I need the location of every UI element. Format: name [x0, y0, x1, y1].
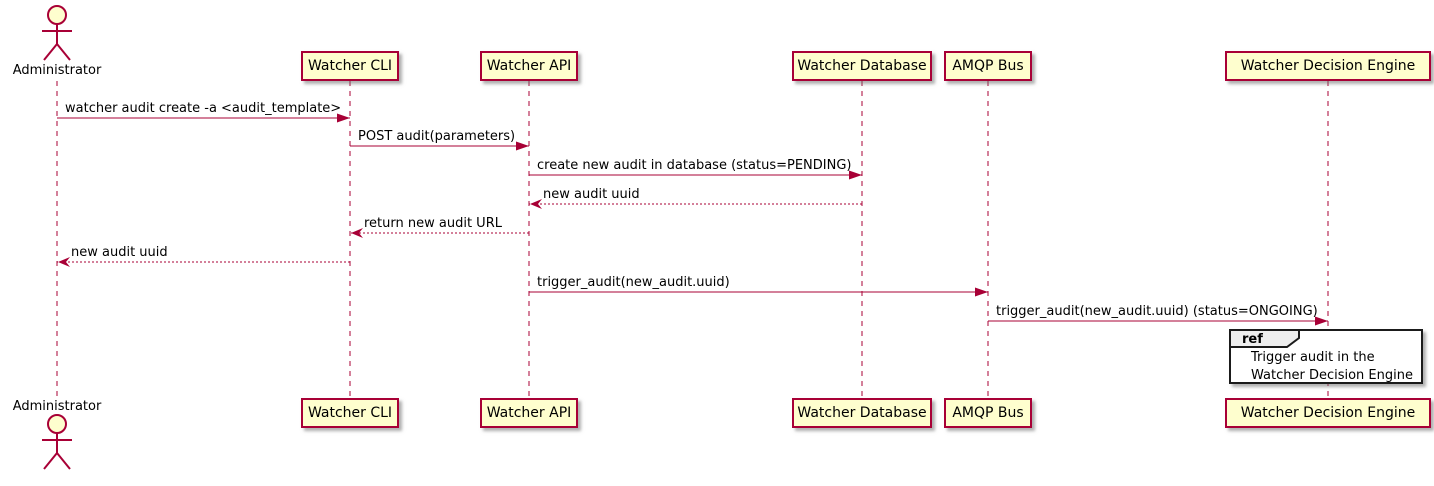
participant-label: AMQP Bus	[952, 58, 1024, 74]
participant-box-watcher-decision-engine-top: Watcher Decision Engine	[1225, 51, 1431, 81]
participant-label: AMQP Bus	[952, 405, 1024, 421]
message-label: trigger_audit(new_audit.uuid) (status=ON…	[996, 304, 1318, 319]
ref-fragment: ref Trigger audit in the Watcher Decisio…	[1229, 329, 1423, 384]
message-label: watcher audit create -a <audit_template>	[65, 101, 342, 116]
participant-box-watcher-database-top: Watcher Database	[792, 51, 932, 81]
arrowhead-icon	[1315, 316, 1328, 326]
arrowhead-icon	[337, 113, 350, 123]
ref-text-line: Watcher Decision Engine	[1251, 368, 1413, 383]
participant-label: Watcher CLI	[307, 405, 393, 421]
message-label: new audit uuid	[71, 245, 168, 260]
participant-label: Watcher API	[486, 405, 572, 421]
participant-box-watcher-cli-top: Watcher CLI	[301, 51, 399, 81]
message-label: create new audit in database (status=PEN…	[537, 158, 852, 173]
participant-box-watcher-cli-bottom: Watcher CLI	[301, 398, 399, 428]
actor-figure-bottom	[42, 414, 72, 470]
participant-box-watcher-api-top: Watcher API	[480, 51, 578, 81]
message-label: return new audit URL	[364, 216, 502, 231]
participant-label: Watcher API	[486, 58, 572, 74]
ref-text-line: Trigger audit in the	[1251, 350, 1375, 365]
actor-figure-top	[42, 5, 72, 61]
participant-label: Watcher Database	[797, 58, 927, 74]
actor-label-top: Administrator	[12, 63, 102, 78]
ref-tab-icon	[1229, 329, 1300, 348]
arrowhead-icon	[516, 141, 529, 151]
ref-text: Trigger audit in the Watcher Decision En…	[1251, 349, 1413, 385]
message-label: POST audit(parameters)	[358, 129, 516, 144]
participant-box-watcher-database-bottom: Watcher Database	[792, 398, 932, 428]
ref-keyword: ref	[1242, 332, 1263, 347]
arrowhead-icon	[849, 170, 862, 180]
arrowhead-open-icon	[351, 228, 363, 238]
message-label: new audit uuid	[543, 187, 640, 202]
arrowhead-icon	[975, 287, 988, 297]
participant-label: Watcher CLI	[307, 58, 393, 74]
message-label: trigger_audit(new_audit.uuid)	[537, 275, 730, 290]
actor-label-bottom: Administrator	[12, 399, 102, 414]
arrowhead-open-icon	[530, 199, 542, 209]
participant-label: Watcher Decision Engine	[1240, 58, 1416, 74]
arrowhead-open-icon	[58, 257, 70, 267]
participant-label: Watcher Database	[797, 405, 927, 421]
participant-box-amqp-bus-bottom: AMQP Bus	[944, 398, 1032, 428]
participant-box-watcher-api-bottom: Watcher API	[480, 398, 578, 428]
participant-label: Watcher Decision Engine	[1240, 405, 1416, 421]
participant-box-watcher-decision-engine-bottom: Watcher Decision Engine	[1225, 398, 1431, 428]
participant-box-amqp-bus-top: AMQP Bus	[944, 51, 1032, 81]
